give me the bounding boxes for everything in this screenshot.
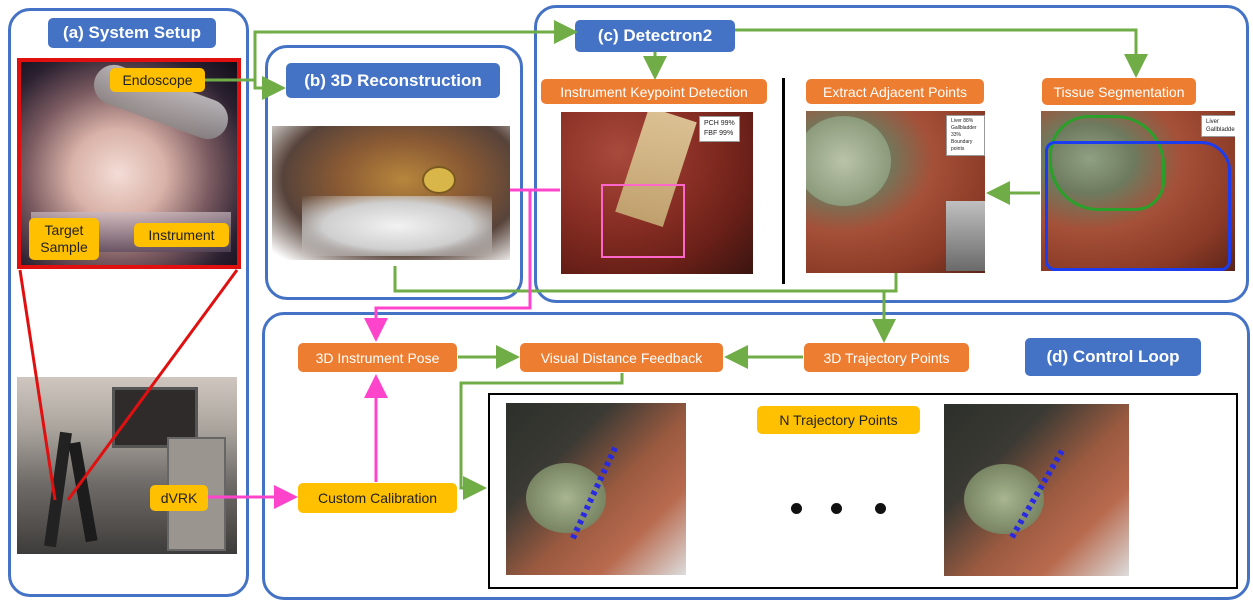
detectron-divider [782,78,785,284]
adjacent-points-image: Liver 88% Gallbladder 33% Boundary point… [806,111,985,273]
tissue-segmentation-image: Liver Gallbladder [1041,111,1235,271]
adjacent-legend: Liver 88% Gallbladder 33% Boundary point… [946,115,985,156]
n-trajectory-points-label: N Trajectory Points [757,406,920,434]
legend-boundary: Boundary points [951,139,980,153]
system-setup-title: (a) System Setup [48,18,216,48]
trajectory-cloud-left [506,403,686,575]
liver-mask [1045,141,1231,271]
trajectory-cloud-right [944,404,1129,576]
keypoint-legend: PCH 99% FBF 99% [699,116,740,142]
step-keypoint-detection: Instrument Keypoint Detection [541,79,767,104]
step-tissue-segmentation: Tissue Segmentation [1042,78,1196,105]
target-sample-label: Target Sample [29,218,99,260]
endoscope-label: Endoscope [110,68,205,92]
segmentation-legend: Liver Gallbladder [1201,115,1235,137]
detectron-title: (c) Detectron2 [575,20,735,52]
trajectory-points-box: 3D Trajectory Points [804,343,969,372]
ellipsis-dot-3 [875,503,886,514]
ellipsis-dot-2 [831,503,842,514]
legend-seg-gallbladder: Gallbladder [1206,126,1235,134]
point-cloud-reconstruction [272,126,510,260]
ellipsis-dot-1 [791,503,802,514]
legend-seg-liver: Liver [1206,118,1235,126]
keypoint-bounding-box [601,184,685,258]
legend-gallbladder: Gallbladder 33% [951,125,980,139]
dvrk-robot-photo [17,377,237,554]
custom-calibration-box: Custom Calibration [298,483,457,513]
legend-liver: Liver 88% [951,118,980,125]
legend-fbf: FBF 99% [704,129,735,139]
visual-distance-feedback-box: Visual Distance Feedback [520,343,723,372]
instrument-label: Instrument [134,223,229,247]
dvrk-label: dVRK [150,485,208,511]
instrument-pose-box: 3D Instrument Pose [298,343,457,372]
keypoint-detection-image: PCH 99% FBF 99% [561,112,753,274]
legend-pch: PCH 99% [704,119,735,129]
step-extract-adjacent-points: Extract Adjacent Points [806,79,984,104]
control-loop-title: (d) Control Loop [1025,338,1201,376]
reconstruction-title: (b) 3D Reconstruction [286,63,500,98]
